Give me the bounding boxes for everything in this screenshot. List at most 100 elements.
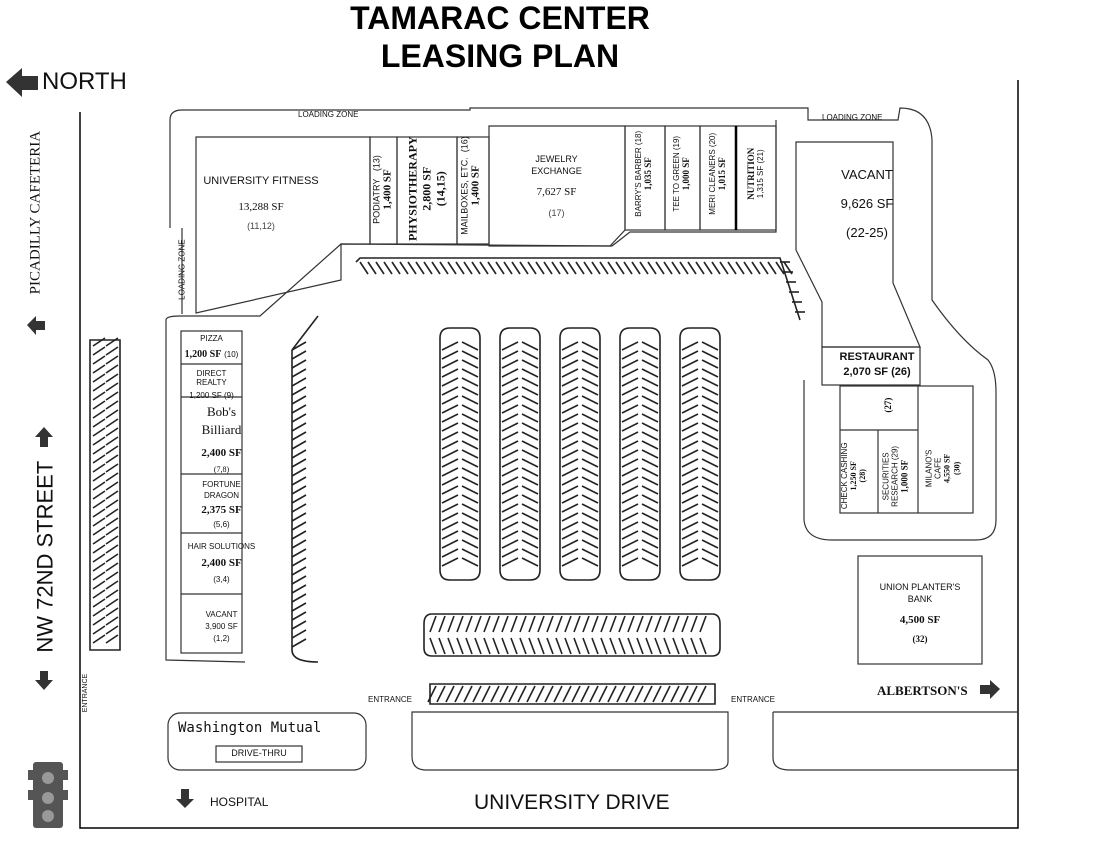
university-drive-label: UNIVERSITY DRIVE: [474, 791, 670, 814]
unit-securities-research: SECURITIES RESEARCH (29) 1,000 SF: [882, 436, 911, 516]
unit-university-fitness: UNIVERSITY FITNESS 13,288 SF (11,12): [196, 175, 326, 231]
parking-stall: [291, 395, 307, 405]
parking-stall: [544, 685, 554, 703]
north-arrow-icon: [6, 68, 38, 97]
parking-stall: [621, 404, 639, 414]
parking-stall: [441, 521, 459, 531]
unit-name: CAFE: [933, 457, 943, 480]
parking-stall: [105, 400, 119, 410]
parking-stall: [291, 521, 307, 531]
parking-stall: [561, 467, 579, 477]
parking-stall: [501, 341, 519, 351]
parking-stall: [655, 261, 665, 275]
parking-stall: [105, 355, 119, 365]
parking-stall: [621, 386, 639, 396]
unit-milanos-cafe: MILANO'S CAFE 4,550 SF (30): [925, 428, 962, 508]
unit-bank-outline: [857, 555, 983, 665]
parking-stall: [561, 341, 579, 351]
parking-stall: [439, 261, 449, 275]
parking-stall: [441, 458, 459, 468]
parking-stall: [581, 530, 599, 540]
parking-stall: [641, 548, 659, 558]
unit-tee-to-green: TEE TO GREEN (19) 1,000 SF: [672, 126, 692, 222]
parking-stall: [105, 508, 119, 518]
parking-stall: [701, 431, 719, 441]
parking-stall: [701, 386, 719, 396]
parking-stall: [454, 685, 464, 703]
parking-stall: [618, 615, 626, 633]
parking-stall: [581, 359, 599, 369]
parking-stall: [701, 368, 719, 378]
parking-stall: [92, 535, 106, 545]
parking-stall: [461, 512, 479, 522]
parking-stall: [546, 637, 554, 655]
parking-stall: [436, 685, 446, 703]
parking-stall: [291, 638, 307, 648]
entrance-label: ENTRANCE: [731, 695, 776, 704]
unit-area: 2,375 SF: [201, 504, 242, 516]
unit-27: (27): [882, 397, 893, 413]
parking-stall: [681, 359, 699, 369]
parking-stall: [391, 261, 401, 275]
parking-stall: [621, 395, 639, 405]
parking-stall: [441, 485, 459, 495]
parking-stall: [461, 440, 479, 450]
parking-stall: [701, 341, 719, 351]
parking-stall: [672, 637, 680, 655]
parking-stall: [641, 557, 659, 567]
parking-stall: [441, 386, 459, 396]
parking-stall: [105, 517, 119, 527]
parking-stall: [621, 341, 639, 351]
unit-name: TEE TO GREEN: [672, 152, 682, 212]
parking-stall: [291, 431, 307, 441]
parking-stall: [681, 615, 689, 633]
unit-name: Bob's: [206, 404, 237, 419]
parking-stall: [679, 261, 689, 275]
parking-stall: [701, 395, 719, 405]
parking-stall: [663, 615, 671, 633]
parking-stall: [441, 368, 459, 378]
parking-stall: [641, 395, 659, 405]
loading-zone-label: LOADING ZONE: [298, 110, 359, 119]
parking-stall: [551, 261, 561, 275]
parking-stall: [441, 548, 459, 558]
parking-stall: [609, 615, 617, 633]
unit-number: (11,12): [247, 221, 275, 231]
parking-stall: [105, 463, 119, 473]
parking-stall: [641, 521, 659, 531]
parking-stall: [699, 615, 707, 633]
parking-stall: [447, 615, 455, 633]
parking-stall: [607, 261, 617, 275]
parking-stall: [517, 685, 527, 703]
parking-stall: [415, 261, 425, 275]
parking-stall: [701, 521, 719, 531]
parking-stall: [582, 637, 590, 655]
parking-stall: [621, 368, 639, 378]
parking-stall: [553, 685, 563, 703]
parking-stall: [621, 422, 639, 432]
parking-stall: [701, 422, 719, 432]
parking-stall: [561, 359, 579, 369]
parking-stall: [461, 368, 479, 378]
parking-stall: [711, 261, 721, 275]
parking-stall: [663, 261, 673, 275]
unit-nutrition: NUTRITION 1,315 SF (21): [746, 126, 766, 222]
unit-vacant-west: VACANT 3,900 SF (1,2): [181, 610, 262, 643]
parking-stall: [561, 413, 579, 423]
unit-name: PHYSIOTHERAPY: [405, 136, 420, 242]
nw-72nd-street-label: NW 72ND STREET: [32, 460, 58, 653]
parking-stall: [105, 616, 119, 626]
parking-island: [355, 257, 801, 321]
parking-stall: [92, 571, 106, 581]
parking-stall: [681, 386, 699, 396]
parking-stall: [701, 467, 719, 477]
unit-area: 1,035 SF: [643, 157, 654, 191]
parking-stall: [499, 685, 509, 703]
parking-stall: [463, 261, 473, 275]
parking-stall: [701, 404, 719, 414]
unit-mailboxes: MAILBOXES, ETC. (16) 1,400 SF: [460, 130, 483, 240]
parking-stall: [681, 440, 699, 450]
parking-stall: [701, 413, 719, 423]
parking-stall: [105, 490, 119, 500]
parking-stall: [751, 261, 761, 275]
